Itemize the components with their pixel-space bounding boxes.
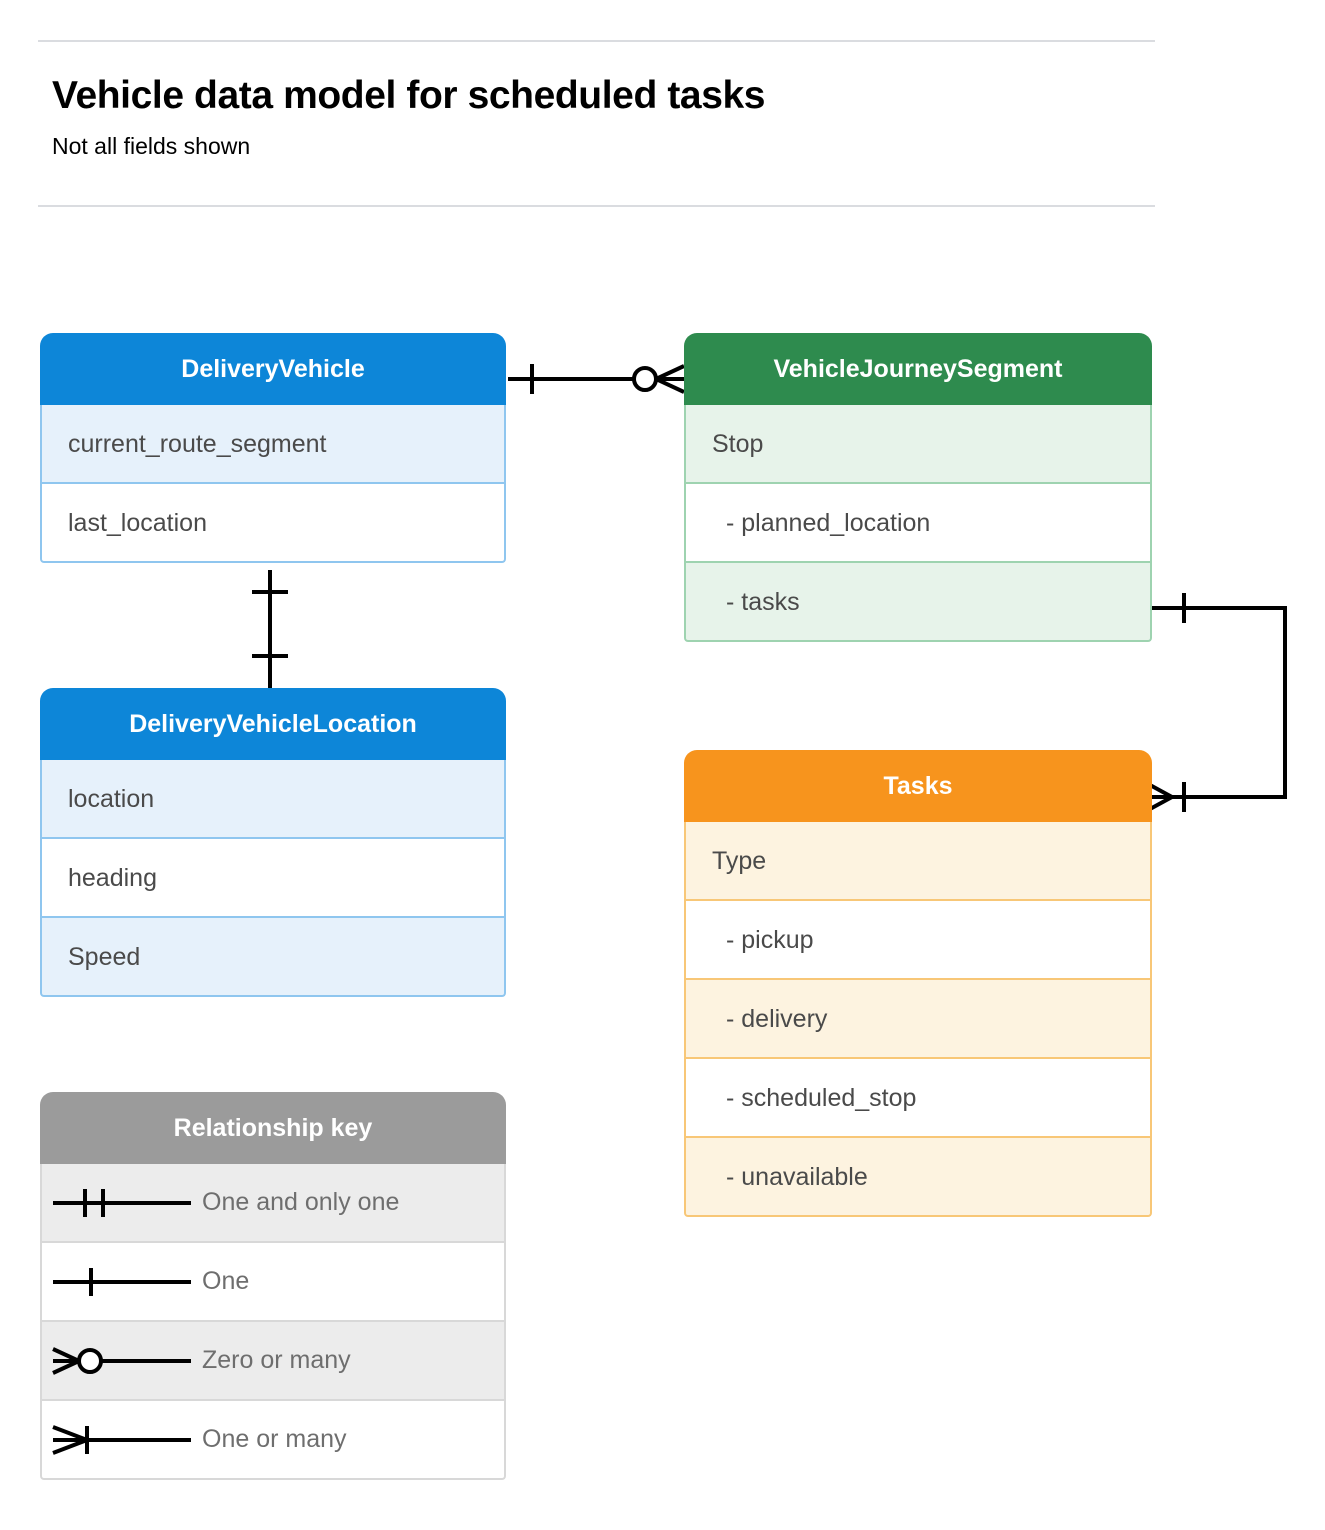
- top-divider: [38, 40, 1155, 42]
- field-row: last_location: [40, 484, 506, 563]
- page-subtitle: Not all fields shown: [52, 133, 251, 159]
- field-row: - scheduled_stop: [684, 1059, 1152, 1138]
- one-icon: [42, 1243, 202, 1320]
- legend-item-one-or-many: One or many: [40, 1401, 506, 1480]
- field-row: - planned_location: [684, 484, 1152, 563]
- one-and-only-one-icon: [42, 1164, 202, 1241]
- field-row: current_route_segment: [40, 405, 506, 484]
- field-row: Speed: [40, 918, 506, 997]
- field-row: Stop: [684, 405, 1152, 484]
- entity-vehicle-journey-segment[interactable]: VehicleJourneySegment Stop - planned_loc…: [684, 333, 1152, 642]
- page-title: Vehicle data model for scheduled tasks: [52, 74, 766, 117]
- entity-header-delivery-vehicle-location: DeliveryVehicleLocation: [40, 688, 506, 760]
- field-row: - pickup: [684, 901, 1152, 980]
- field-row: - tasks: [684, 563, 1152, 642]
- connector-vehicle-to-vehicle-location: [252, 570, 288, 690]
- legend-item-label: One or many: [202, 1425, 347, 1453]
- entity-delivery-vehicle-location[interactable]: DeliveryVehicleLocation location heading…: [40, 688, 506, 997]
- legend-item-zero-or-many: Zero or many: [40, 1322, 506, 1401]
- entity-header-vehicle-journey-segment: VehicleJourneySegment: [684, 333, 1152, 405]
- bottom-divider: [38, 205, 1155, 207]
- legend-item-one-and-only-one: One and only one: [40, 1164, 506, 1243]
- one-or-many-icon: [42, 1401, 202, 1478]
- entity-delivery-vehicle[interactable]: DeliveryVehicle current_route_segment la…: [40, 333, 506, 563]
- relationship-key-legend: Relationship key One and only one One: [40, 1092, 506, 1480]
- legend-item-label: One and only one: [202, 1188, 400, 1216]
- entity-header-tasks: Tasks: [684, 750, 1152, 822]
- legend-item-label: Zero or many: [202, 1346, 351, 1374]
- zero-or-many-icon: [42, 1322, 202, 1399]
- field-row: - delivery: [684, 980, 1152, 1059]
- field-row: heading: [40, 839, 506, 918]
- legend-item-label: One: [202, 1267, 250, 1295]
- connector-journey-segment-tasks-to-tasks: [1149, 593, 1287, 812]
- entity-header-delivery-vehicle: DeliveryVehicle: [40, 333, 506, 405]
- field-row: location: [40, 760, 506, 839]
- connector-vehicle-to-journey-segment: [508, 364, 685, 394]
- field-row: - unavailable: [684, 1138, 1152, 1217]
- entity-tasks[interactable]: Tasks Type - pickup - delivery - schedul…: [684, 750, 1152, 1217]
- legend-title: Relationship key: [40, 1092, 506, 1164]
- field-row: Type: [684, 822, 1152, 901]
- legend-item-one: One: [40, 1243, 506, 1322]
